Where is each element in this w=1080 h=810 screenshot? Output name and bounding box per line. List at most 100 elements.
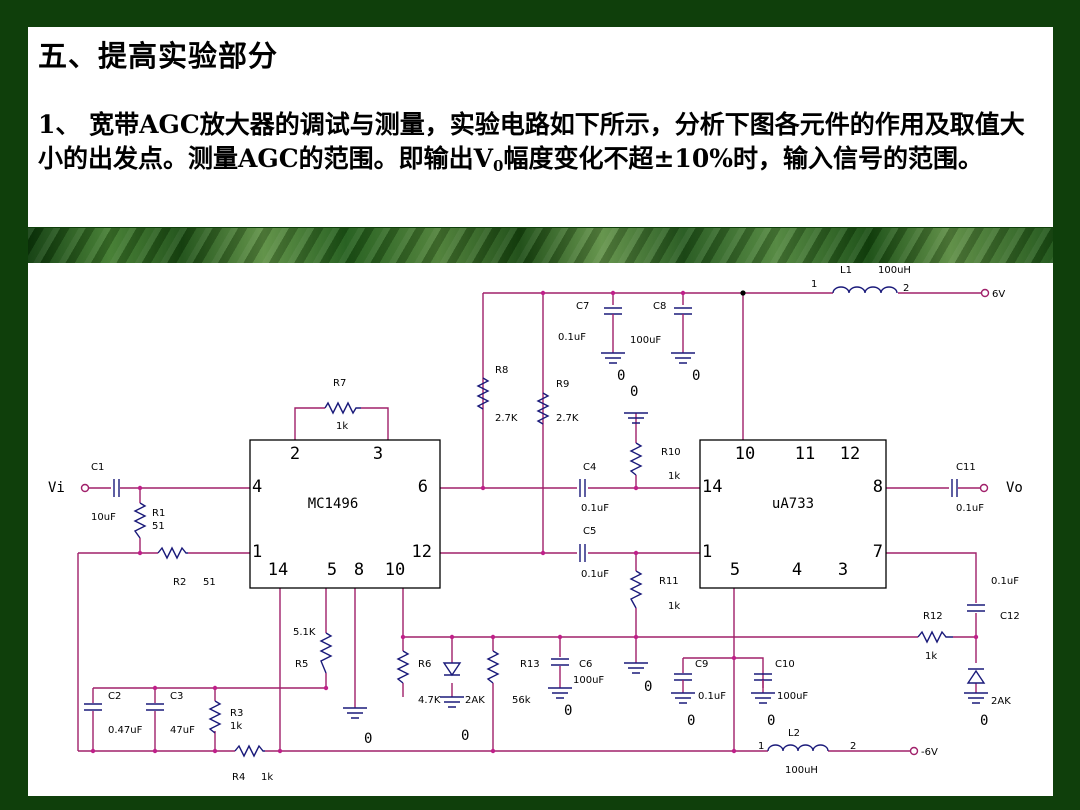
decorative-texture-band (28, 228, 1053, 263)
ground-ic1 (343, 707, 367, 719)
c5-value: 0.1uF (581, 569, 609, 580)
c8-value: 100uF (630, 335, 661, 346)
gnd-label-c6: 0 (564, 703, 572, 719)
d2-value: 2AK (991, 696, 1011, 707)
ground-r10 (624, 412, 648, 424)
capacitors (84, 307, 985, 711)
ic1-pin-6: 6 (418, 477, 428, 497)
vo-terminal (979, 483, 989, 493)
r2-name: R2 (173, 577, 186, 588)
ic1-pin-3: 3 (373, 444, 383, 464)
gnd-label-r10: 0 (630, 384, 638, 400)
gnd-label-c10: 0 (767, 713, 775, 729)
resistor-r13 (486, 650, 500, 684)
r12-value: 1k (925, 651, 937, 662)
capacitor-c4 (579, 479, 586, 497)
c1-name: C1 (91, 462, 104, 473)
ground-d1 (440, 696, 464, 708)
r8-name: R8 (495, 365, 508, 376)
r9-value: 2.7K (556, 413, 579, 424)
ic2-label: uA733 (772, 496, 814, 512)
component-labels: Vi Vo 6V -6V L1 100uH 1 2 L2 100uH 1 2 C… (48, 265, 1023, 783)
inductor-l1 (832, 286, 898, 294)
r5-value: 5.1K (293, 627, 316, 638)
l2-name: L2 (788, 728, 800, 739)
c1-value: 10uF (91, 512, 116, 523)
capacitor-c6 (551, 658, 569, 666)
ic2-pin-10: 10 (735, 444, 755, 464)
ground-symbols (343, 352, 988, 719)
r13-value: 56k (512, 695, 531, 706)
resistor-r10 (629, 442, 643, 476)
r4-value: 1k (261, 772, 273, 783)
capacitor-c2 (84, 703, 102, 711)
gnd-label-d2: 0 (980, 713, 988, 729)
capacitor-c8 (674, 307, 692, 353)
ic1-pin-14: 14 (268, 560, 288, 580)
r6-name: R6 (418, 659, 431, 670)
gnd-label-d1: 0 (461, 728, 469, 744)
ic2-pin-1: 1 (702, 542, 712, 562)
l2-pin1: 1 (758, 741, 764, 752)
ic1-pin-4: 4 (252, 477, 262, 497)
resistor-r12 (917, 630, 953, 644)
ic2-pin-8: 8 (873, 477, 883, 497)
r2-value: 51 (203, 577, 216, 588)
circuit-svg: 2 3 4 6 1 12 14 5 8 10 MC1496 10 11 12 1… (48, 265, 1023, 783)
diode-d2 (966, 668, 986, 684)
ic-ua733: 10 11 12 14 8 1 7 5 4 3 uA733 (699, 439, 887, 589)
r6-value: 4.7K (418, 695, 441, 706)
diode-d1 (442, 662, 462, 677)
ground-c6 (548, 687, 572, 699)
ic2-pin-3: 3 (838, 560, 848, 580)
c9-value: 0.1uF (698, 691, 726, 702)
c10-name: C10 (775, 659, 795, 670)
resistor-r5 (319, 632, 333, 674)
c6-name: C6 (579, 659, 592, 670)
ic1-label: MC1496 (308, 496, 359, 512)
c7-value: 0.1uF (558, 332, 586, 343)
neg-rail-terminal (909, 746, 919, 756)
resistors (133, 377, 953, 758)
ic1-pin-8: 8 (354, 560, 364, 580)
l1-pin2: 2 (903, 283, 909, 294)
c6-value: 100uF (573, 675, 604, 686)
vo-label: Vo (1006, 480, 1023, 496)
c7-name: C7 (576, 301, 589, 312)
inductor-l2 (767, 744, 829, 752)
pos-rail-terminal (980, 288, 990, 298)
gnd-label-c9: 0 (687, 713, 695, 729)
ic2-pin-14: 14 (702, 477, 722, 497)
r13-name: R13 (520, 659, 540, 670)
capacitor-c12 (967, 604, 985, 612)
ic-mc1496: 2 3 4 6 1 12 14 5 8 10 MC1496 (249, 439, 441, 589)
ground-c8 (671, 352, 695, 364)
r5-name: R5 (295, 659, 308, 670)
resistor-r2 (157, 546, 188, 560)
neg-rail-label: -6V (921, 747, 938, 758)
r11-name: R11 (659, 576, 679, 587)
l1-value: 100uH (878, 265, 911, 276)
pos-rail-label: 6V (992, 289, 1005, 300)
c10-value: 100uF (777, 691, 808, 702)
gnd-label-r11: 0 (644, 679, 652, 695)
ic1-pin-10: 10 (385, 560, 405, 580)
c12-value: 0.1uF (991, 576, 1019, 587)
resistor-r1 (133, 502, 147, 539)
c4-value: 0.1uF (581, 503, 609, 514)
gnd-label-ic1: 0 (364, 731, 372, 747)
ic1-pin-2: 2 (290, 444, 300, 464)
ic2-pin-4: 4 (792, 560, 802, 580)
circuit-diagram: 2 3 4 6 1 12 14 5 8 10 MC1496 10 11 12 1… (28, 263, 1053, 796)
resistor-r4 (234, 744, 265, 758)
r11-value: 1k (668, 601, 680, 612)
ic1-pin-1: 1 (252, 542, 262, 562)
l1-name: L1 (840, 265, 852, 276)
c8-name: C8 (653, 301, 666, 312)
ic2-pin-7: 7 (873, 542, 883, 562)
ground-r11 (624, 662, 648, 674)
capacitor-c9 (674, 673, 692, 693)
ground-d2 (964, 692, 988, 704)
r3-name: R3 (230, 708, 243, 719)
ic2-pin-12: 12 (840, 444, 860, 464)
